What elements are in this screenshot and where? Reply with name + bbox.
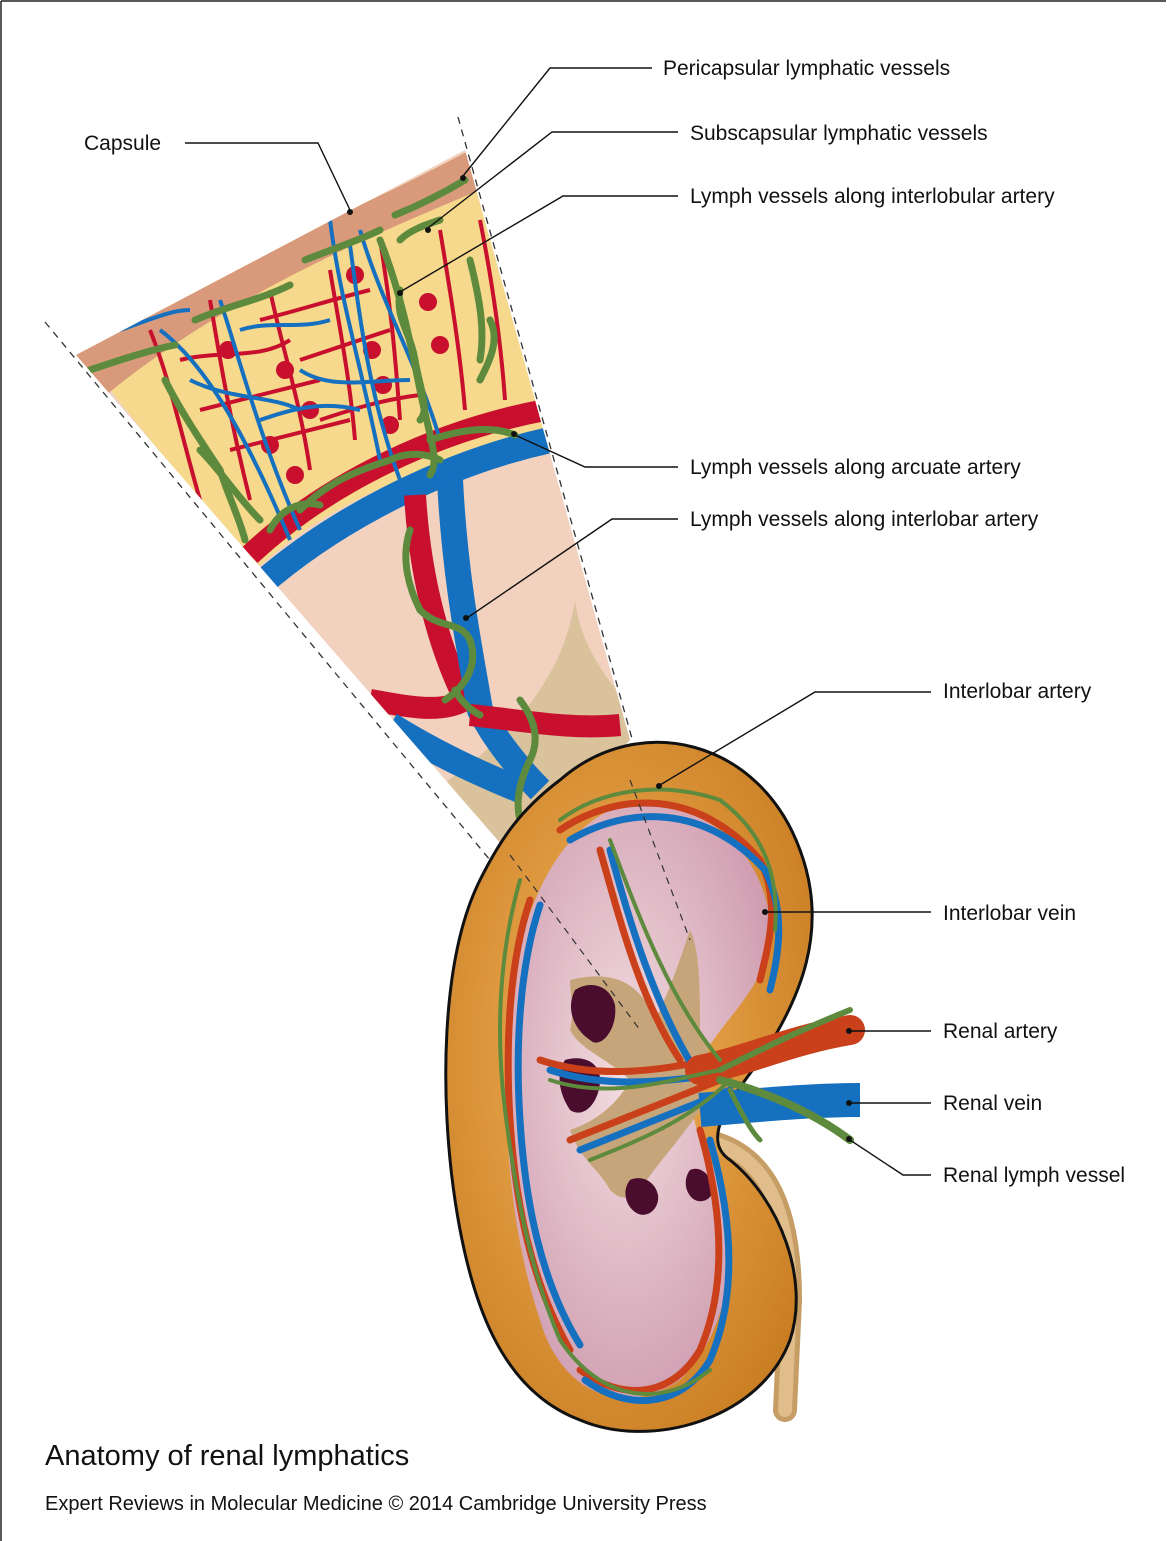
svg-text:Renal artery: Renal artery <box>943 1020 1058 1043</box>
label-renal-lymph: Renal lymph vessel <box>846 1136 1125 1187</box>
svg-text:Lymph vessels along arcuate ar: Lymph vessels along arcuate artery <box>690 456 1021 479</box>
kidney <box>446 742 860 1431</box>
svg-text:Interlobar vein: Interlobar vein <box>943 902 1076 925</box>
svg-text:Interlobar artery: Interlobar artery <box>943 680 1092 703</box>
svg-text:Renal vein: Renal vein <box>943 1092 1042 1115</box>
label-capsule: Capsule <box>84 132 353 215</box>
svg-text:Renal lymph vessel: Renal lymph vessel <box>943 1164 1125 1187</box>
svg-text:Lymph vessels along interlobul: Lymph vessels along interlobular artery <box>690 185 1055 208</box>
figure-caption-title: Anatomy of renal lymphatics <box>45 1440 409 1473</box>
svg-text:Pericapsular lymphatic vessels: Pericapsular lymphatic vessels <box>663 57 950 80</box>
label-subscapsular: Subscapsular lymphatic vessels <box>425 122 988 233</box>
figure-credit: Expert Reviews in Molecular Medicine © 2… <box>45 1493 707 1516</box>
label-renal-artery: Renal artery <box>846 1020 1058 1043</box>
label-arcuate: Lymph vessels along arcuate artery <box>511 431 1021 479</box>
label-renal-vein: Renal vein <box>846 1092 1042 1115</box>
svg-text:Capsule: Capsule <box>84 132 161 155</box>
svg-text:Lymph vessels along interlobar: Lymph vessels along interlobar artery <box>690 508 1039 531</box>
label-pericapsular: Pericapsular lymphatic vessels <box>460 57 950 181</box>
svg-text:Subscapsular lymphatic vessels: Subscapsular lymphatic vessels <box>690 122 988 145</box>
